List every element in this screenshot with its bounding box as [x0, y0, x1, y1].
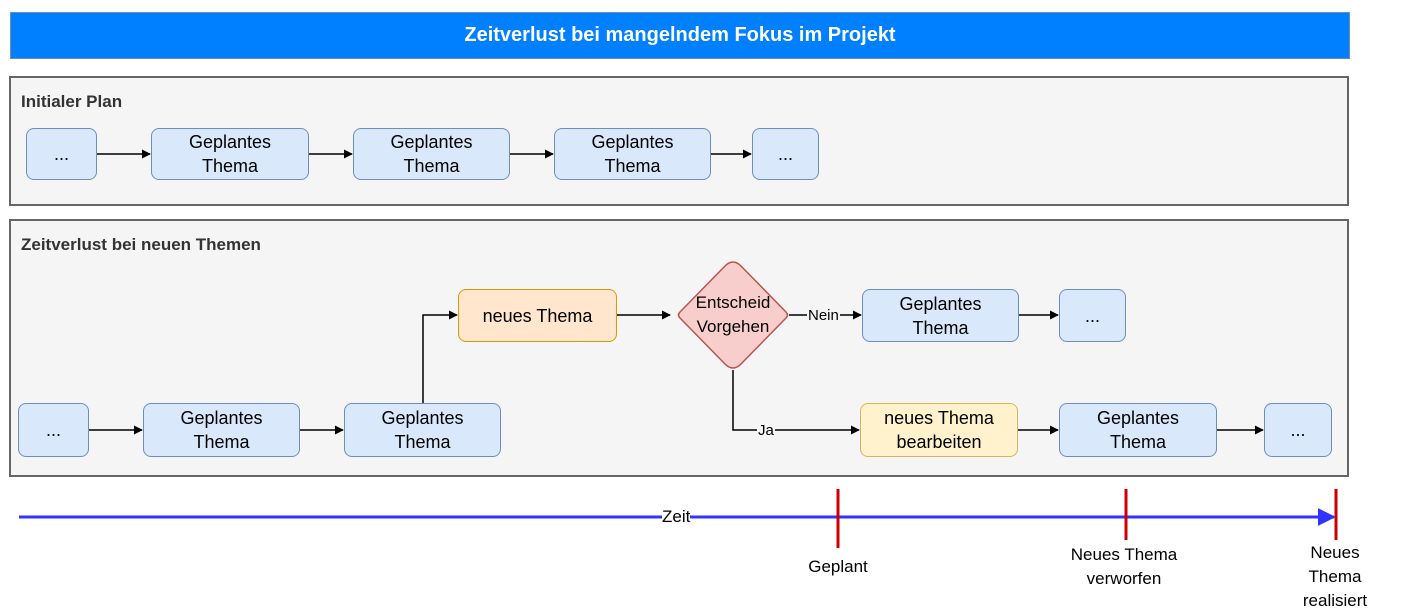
time-loss-title: Zeitverlust bei neuen Themen [21, 235, 261, 254]
marker-label-verworfen: Neues Thema verworfen [1070, 545, 1178, 588]
new-topic-node: neues Thema [458, 289, 617, 342]
yes-branch-end: ... [1264, 403, 1332, 457]
decision-diamond [677, 261, 789, 369]
loss-node-start: ... [18, 403, 89, 457]
no-branch-end: ... [1059, 289, 1126, 342]
ip-node-start: ... [26, 128, 97, 180]
initial-plan-title: Initialer Plan [21, 92, 123, 111]
ip-node-planned-1: Geplantes Thema [151, 128, 309, 180]
marker-label-realisiert: Neues Thema realisiert [1302, 543, 1368, 610]
no-branch-planned: Geplantes Thema [862, 289, 1019, 342]
ip-node-planned-3: Geplantes Thema [554, 128, 711, 180]
yes-label: Ja [757, 422, 775, 440]
yes-branch-work: neues Thema bearbeiten [860, 403, 1018, 457]
edge-to-new-topic [422, 310, 458, 403]
marker-label-geplant: Geplant [808, 557, 868, 576]
ip-node-planned-2: Geplantes Thema [353, 128, 510, 180]
loss-node-planned-2: Geplantes Thema [344, 403, 501, 457]
yes-branch-planned: Geplantes Thema [1059, 403, 1217, 457]
diagram-title: Zeitverlust bei mangelndem Fokus im Proj… [10, 12, 1350, 59]
ip-node-end: ... [752, 128, 819, 180]
no-label: Nein [807, 307, 840, 325]
edge-yes [732, 370, 860, 435]
decision-label: Entscheid Vorgehen [695, 293, 771, 336]
loss-node-planned-1: Geplantes Thema [143, 403, 300, 457]
timeline-label: Zeit [662, 507, 691, 527]
